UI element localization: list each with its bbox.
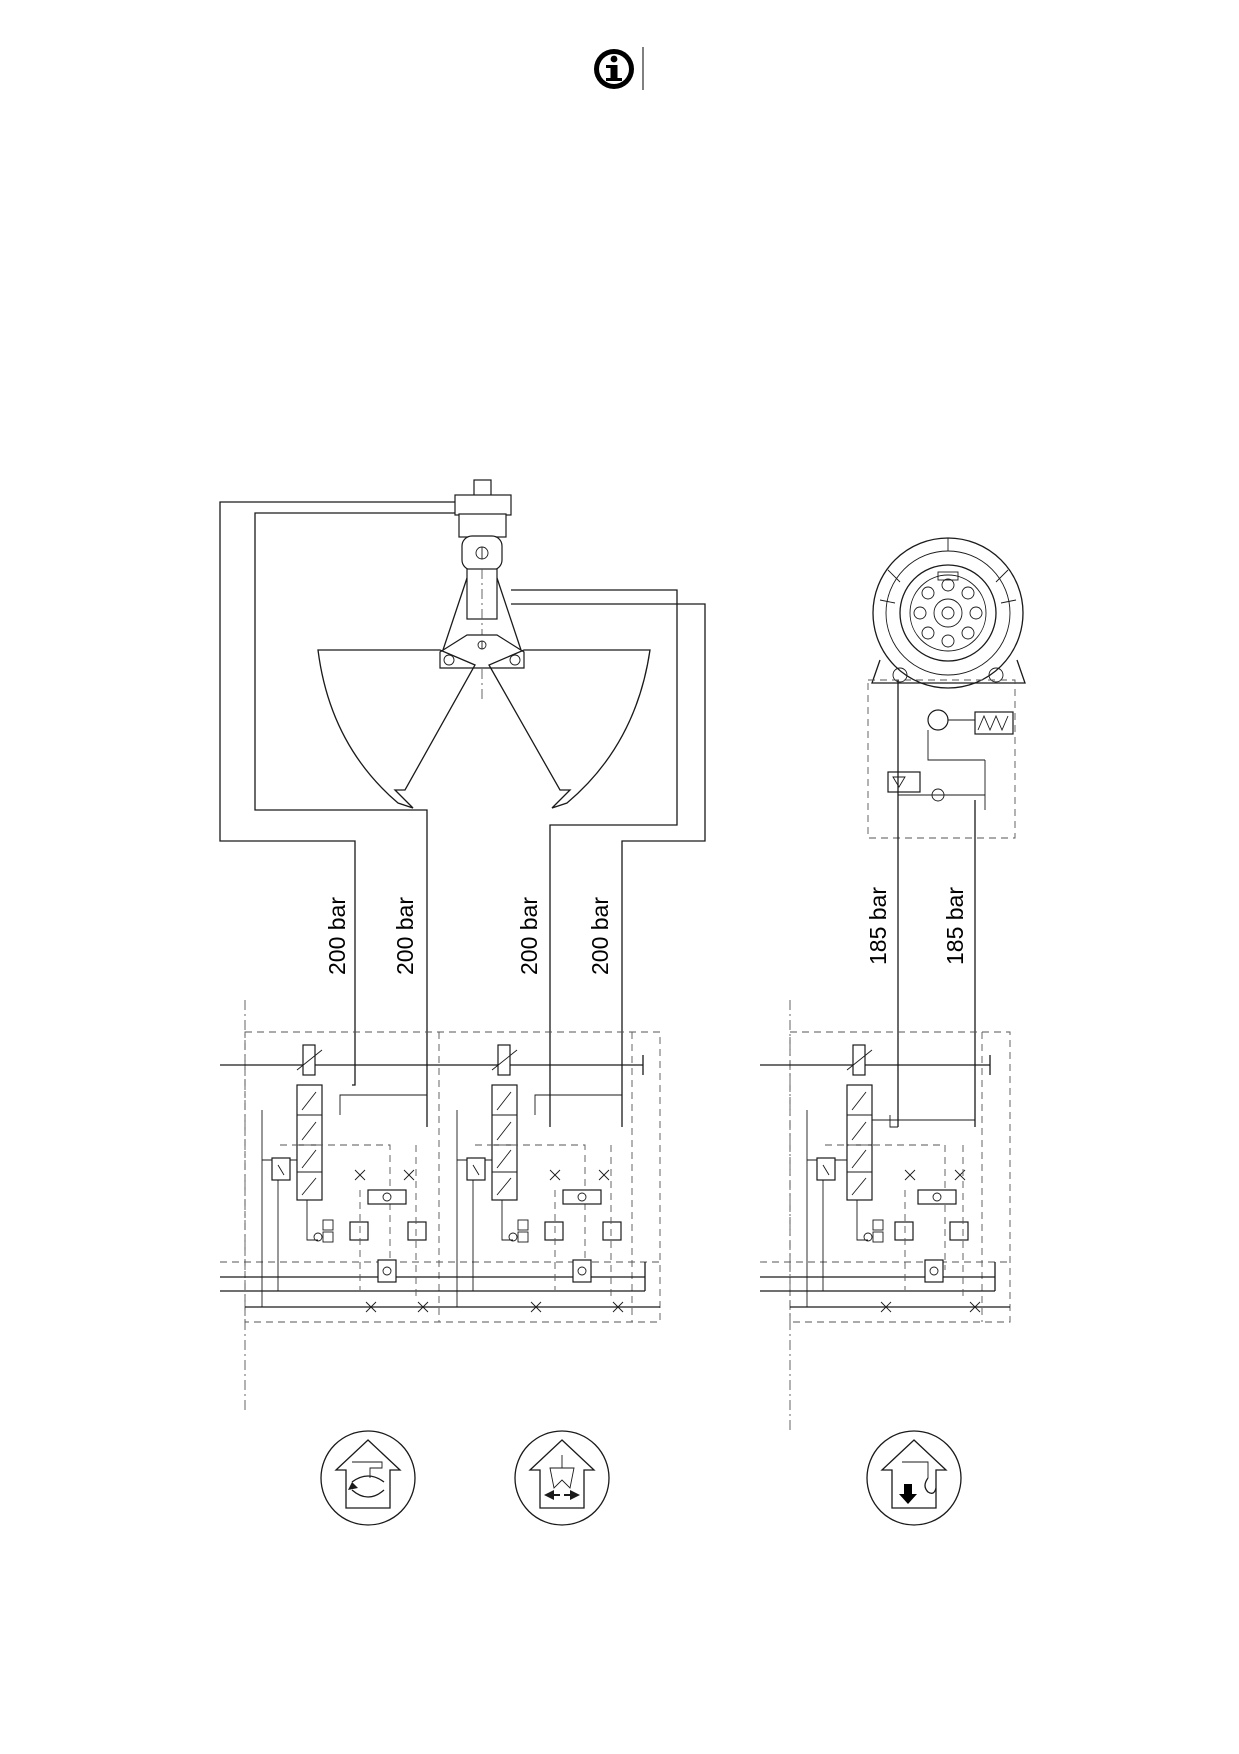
valve-section-grab bbox=[456, 1044, 622, 1307]
pressure-label-4: 200 bar bbox=[587, 897, 613, 975]
pressure-label-6: 185 bar bbox=[942, 887, 968, 965]
hose-lines bbox=[219, 501, 976, 1127]
pressure-label-2: 200 bar bbox=[392, 897, 418, 975]
grab-open-close-function-icon bbox=[514, 1430, 610, 1526]
info-circle-icon bbox=[594, 47, 644, 90]
pressure-labels: 200 bar 200 bar 200 bar 200 bar 185 bar … bbox=[324, 887, 968, 975]
pressure-label-5: 185 bar bbox=[865, 887, 891, 965]
hoist-lower-function-icon bbox=[866, 1430, 962, 1526]
valve-section-hoist bbox=[760, 1000, 1011, 1430]
clamshell-grab bbox=[317, 479, 651, 809]
rotate-function-icon bbox=[320, 1430, 416, 1526]
pressure-label-3: 200 bar bbox=[516, 897, 542, 975]
valve-block-left bbox=[220, 1000, 661, 1410]
pressure-label-1: 200 bar bbox=[324, 897, 350, 975]
winch-motor bbox=[867, 537, 1026, 839]
valve-section-rotate bbox=[261, 1044, 427, 1307]
